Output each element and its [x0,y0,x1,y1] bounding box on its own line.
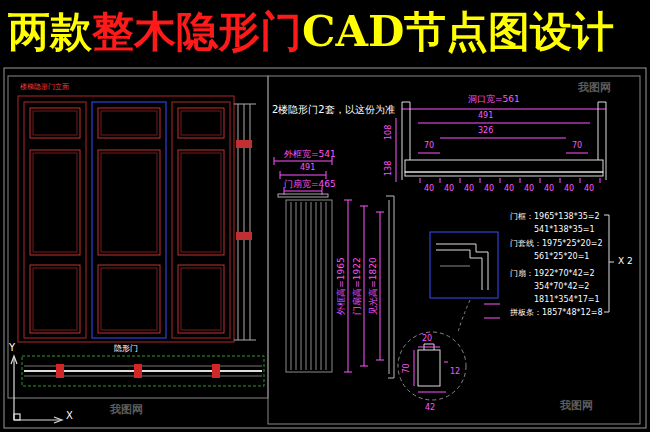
dimension: 40 [424,185,434,194]
dimension: 40 [524,185,534,194]
dimension: 491 [478,112,493,121]
dimension: 门扇高=1922 [352,257,362,314]
sheet-frame [4,68,646,428]
dimension: 70 [424,142,434,151]
panel-frame [8,76,268,398]
dimension: 见光高=1820 [368,257,378,314]
dimension-lines [274,157,332,195]
cut-list: 1811*354*17=1 [534,296,600,305]
edge-detail [398,332,466,400]
door-name: 隐形门 [114,345,138,354]
axis-label: Y [9,342,15,353]
dimension: 门扇宽=465 [284,180,336,190]
dimension: 70 [403,363,412,373]
axis-label: X [66,410,73,421]
dimension: 外框高=1965 [336,257,346,314]
section-detail [386,196,394,378]
dimension: 326 [478,127,493,136]
dimension: 108 [385,124,394,139]
cut-list: 541*138*35=1 [534,226,595,235]
cut-list: 门套线：1975*25*20=2 [510,240,603,249]
dimension: 40 [484,185,494,194]
panel-frame [268,76,640,424]
dimension: 491 [300,164,315,173]
dimension: 40 [544,185,554,194]
dimension: 40 [464,185,474,194]
dimension: 40 [584,185,594,194]
title: 两款整木隐形门CAD节点图设计 [8,8,614,56]
dimension: 外框宽=541 [284,150,336,160]
sheet-note: 2楼隐形门2套，以这份为准 [272,104,395,115]
door-elevation [286,200,332,372]
sheet-note: 楼梯隐形门立面 [20,84,69,92]
dimension: 40 [564,185,574,194]
dimension: 42 [425,404,435,413]
watermark: 我图网 [578,82,611,94]
ucs-icon [11,356,62,423]
cut-list: 门框：1965*138*35=2 [510,213,600,222]
elevation [18,96,234,342]
dimension: 12 [450,368,460,377]
cut-list: 拼板条：1857*48*12=8 [510,309,603,318]
dimension: 70 [572,142,582,151]
dimension-lines [344,200,384,372]
cut-list: 354*70*42=2 [534,283,589,292]
plan-section [22,356,264,386]
watermark: 我图网 [560,400,593,412]
cut-list: 门扇：1922*70*42=2 [510,270,595,279]
dimension: 洞口宽=561 [468,95,520,105]
cut-list: 561*25*20=1 [534,253,589,262]
bracket [604,215,609,312]
dimension: 40 [504,185,514,194]
multiplier: X 2 [618,257,633,267]
profile [278,194,328,197]
side-section [234,104,256,340]
bracket [609,262,614,263]
dimension: 138 [385,160,394,175]
watermark: 我图网 [110,404,143,416]
frame-profile [396,102,606,183]
joint-detail [430,232,500,332]
dimension: 40 [444,185,454,194]
dimension: 20 [422,335,432,344]
